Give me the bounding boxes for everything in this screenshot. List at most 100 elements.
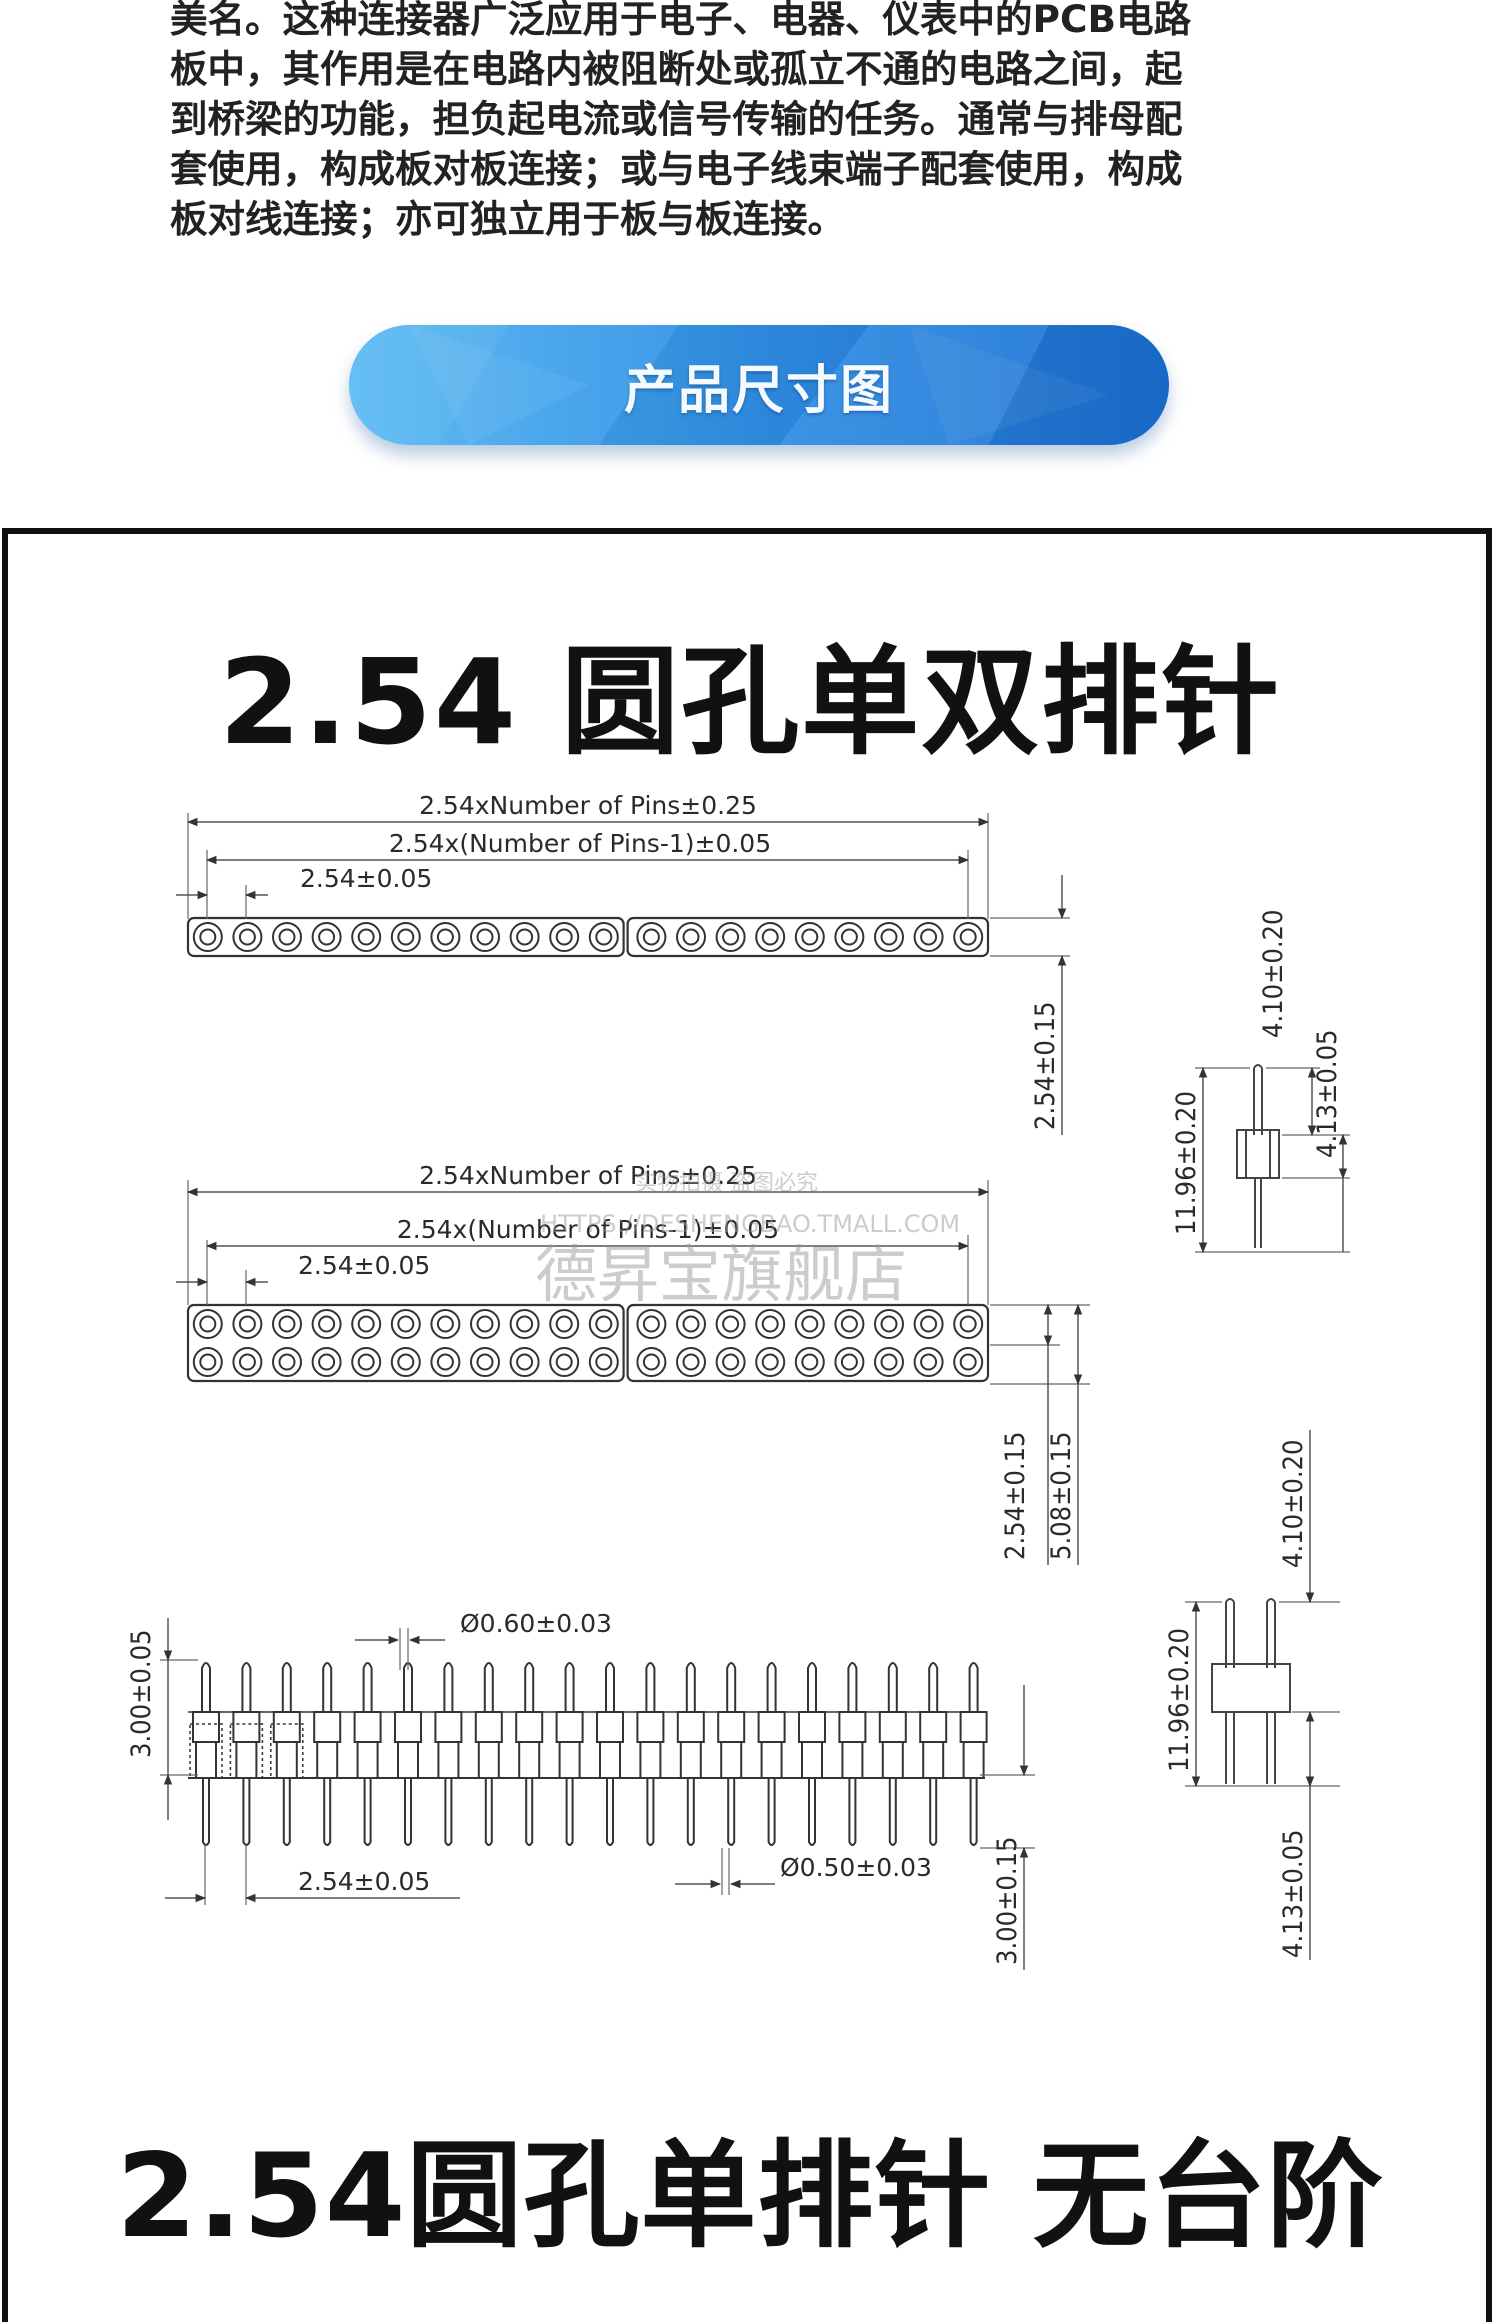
pin xyxy=(515,1662,544,1846)
double-height-label: 5.08±0.15 xyxy=(1046,1432,1077,1561)
single-pitch-span-label: 2.54x(Number of Pins-1)±0.05 xyxy=(389,829,771,858)
hole-inner xyxy=(959,1353,977,1371)
pin-collar xyxy=(676,1711,705,1743)
pin-upper xyxy=(928,1662,939,1718)
hole-inner xyxy=(476,928,494,946)
section-banner: 产品尺寸图 xyxy=(349,325,1169,445)
hole-inner xyxy=(238,1315,256,1333)
pin-pitch-label: 2.54±0.05 xyxy=(298,1867,430,1896)
single-row-top-view: 2.54xNumber of Pins±0.25 2.54x(Number of… xyxy=(176,791,1070,1135)
hole-inner xyxy=(516,1353,534,1371)
watermark-notice: 实物拍摄 盗图必究 xyxy=(635,1171,818,1196)
single-row-strip xyxy=(186,916,990,958)
pin-sleeve xyxy=(801,1741,823,1779)
pin-tail xyxy=(808,1778,816,1846)
single-overall-length-label: 2.54xNumber of Pins±0.25 xyxy=(419,791,757,820)
hole-inner xyxy=(880,1315,898,1333)
hole-inner xyxy=(278,928,296,946)
pin-collar xyxy=(878,1711,907,1743)
pin-tail xyxy=(202,1778,210,1846)
pin-sleeve xyxy=(558,1741,581,1779)
pin-collar xyxy=(515,1711,544,1743)
pin-collar xyxy=(717,1711,746,1743)
pin-upper xyxy=(443,1662,454,1718)
hole-inner xyxy=(238,928,256,946)
pin-collar xyxy=(272,1711,301,1743)
pin-body-height-label: 3.00±0.05 xyxy=(126,1630,157,1759)
pin-tail xyxy=(848,1778,857,1846)
pin-front-view: 3.00±0.05 Ø0.60±0.03 2.54±0.05 Ø0.50±0.0… xyxy=(126,1609,1035,1970)
pin-tail xyxy=(646,1778,655,1846)
double-overall-height-label: 11.96±0.20 xyxy=(1164,1628,1195,1772)
double-overall-length-label: 2.54xNumber of Pins±0.25 xyxy=(419,1161,757,1190)
hole-inner xyxy=(840,928,858,946)
pin xyxy=(270,1662,304,1846)
hole-inner xyxy=(397,1315,415,1333)
hole-inner xyxy=(959,928,977,946)
pin-upper xyxy=(483,1662,494,1718)
pin-upper xyxy=(685,1662,696,1718)
watermark-shop: 德昇宝旗舰店 xyxy=(535,1238,907,1311)
pin-tail xyxy=(606,1778,614,1846)
pin-sleeve xyxy=(922,1741,945,1779)
pin xyxy=(636,1662,665,1846)
hole-inner xyxy=(318,1353,336,1371)
pin-collar xyxy=(313,1711,342,1743)
pin-sleeve xyxy=(518,1741,541,1779)
pin-upper xyxy=(726,1662,737,1718)
hole-inner xyxy=(397,1353,415,1371)
hole-inner xyxy=(555,1353,573,1371)
hole-inner xyxy=(880,928,898,946)
double-row-top-view: 2.54xNumber of Pins±0.25 2.54x(Number of… xyxy=(176,1161,1090,1565)
hole-inner xyxy=(278,1315,296,1333)
pin-tail xyxy=(242,1778,251,1846)
hole-inner xyxy=(318,928,336,946)
pin-sleeve xyxy=(599,1741,621,1779)
intro-line: 板对线连接；亦可独立用于板与板连接。 xyxy=(170,197,845,241)
pin-tail-length-label: 3.00±0.15 xyxy=(992,1837,1023,1966)
pin xyxy=(474,1662,503,1846)
single-height-label: 2.54±0.15 xyxy=(1030,1002,1061,1131)
pin-upper xyxy=(645,1662,656,1718)
hole-inner xyxy=(555,928,573,946)
double-pitch-span-label: 2.54x(Number of Pins-1)±0.05 xyxy=(397,1215,779,1244)
pin xyxy=(717,1662,746,1846)
pin-sleeve xyxy=(235,1741,258,1779)
hole-inner xyxy=(199,1353,217,1371)
pin-collar xyxy=(474,1711,503,1743)
hole-inner xyxy=(920,1315,938,1333)
pin-lower-diameter-label: Ø0.50±0.03 xyxy=(780,1853,932,1882)
pin xyxy=(394,1662,422,1846)
hole-inner xyxy=(880,1353,898,1371)
hole-inner xyxy=(516,928,534,946)
pin-collar xyxy=(232,1711,261,1743)
pin-tail xyxy=(686,1778,695,1846)
hole-inner xyxy=(801,928,819,946)
pin xyxy=(434,1662,463,1846)
hole-inner xyxy=(920,1353,938,1371)
hole-inner xyxy=(357,1353,375,1371)
pin-upper xyxy=(847,1662,858,1718)
pin-sleeve xyxy=(841,1741,864,1779)
double-pitch-label: 2.54±0.05 xyxy=(298,1251,430,1280)
pin-tail xyxy=(888,1778,897,1846)
hole-inner xyxy=(801,1353,819,1371)
pin-collar xyxy=(959,1711,988,1743)
pin-upper xyxy=(241,1662,252,1718)
pin xyxy=(676,1662,705,1846)
pin-upper xyxy=(281,1662,292,1718)
single-side-view: 11.96±0.20 4.10±0.20 4.13±0.05 xyxy=(1171,910,1350,1254)
pin-upper xyxy=(887,1662,898,1718)
hole-inner xyxy=(722,1315,740,1333)
pin-tail xyxy=(727,1778,736,1846)
pin xyxy=(313,1662,342,1846)
watermark-url: HTTPS://DESHENGBAO.TMALL.COM xyxy=(540,1210,960,1238)
intro-line: 板中，其作用是在电路内被阻断处或孤立不通的电路之间，起 xyxy=(170,47,1183,91)
pin xyxy=(353,1662,382,1846)
hole-inner xyxy=(357,928,375,946)
hole-inner xyxy=(682,1315,700,1333)
hole-inner xyxy=(920,928,938,946)
pin-row xyxy=(188,1662,988,1846)
single-lower-pin-label: 4.13±0.05 xyxy=(1312,1030,1343,1159)
pin-tail xyxy=(323,1778,332,1846)
